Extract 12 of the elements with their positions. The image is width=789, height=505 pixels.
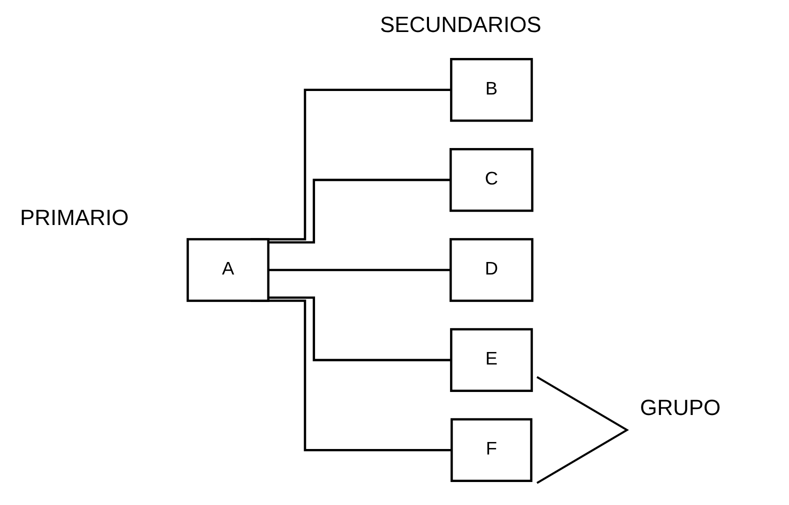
node-box: A xyxy=(186,238,270,302)
connector xyxy=(268,296,452,362)
connector xyxy=(268,268,451,272)
node-box: F xyxy=(450,418,532,482)
group-label: PRIMARIO xyxy=(20,205,129,231)
group-label: GRUPO xyxy=(640,395,721,421)
node-box: C xyxy=(450,148,534,212)
node-box: B xyxy=(450,58,533,122)
node-box: D xyxy=(450,238,534,302)
node-box: E xyxy=(450,328,533,392)
connector xyxy=(268,178,451,244)
group-label: SECUNDARIOS xyxy=(380,12,542,38)
